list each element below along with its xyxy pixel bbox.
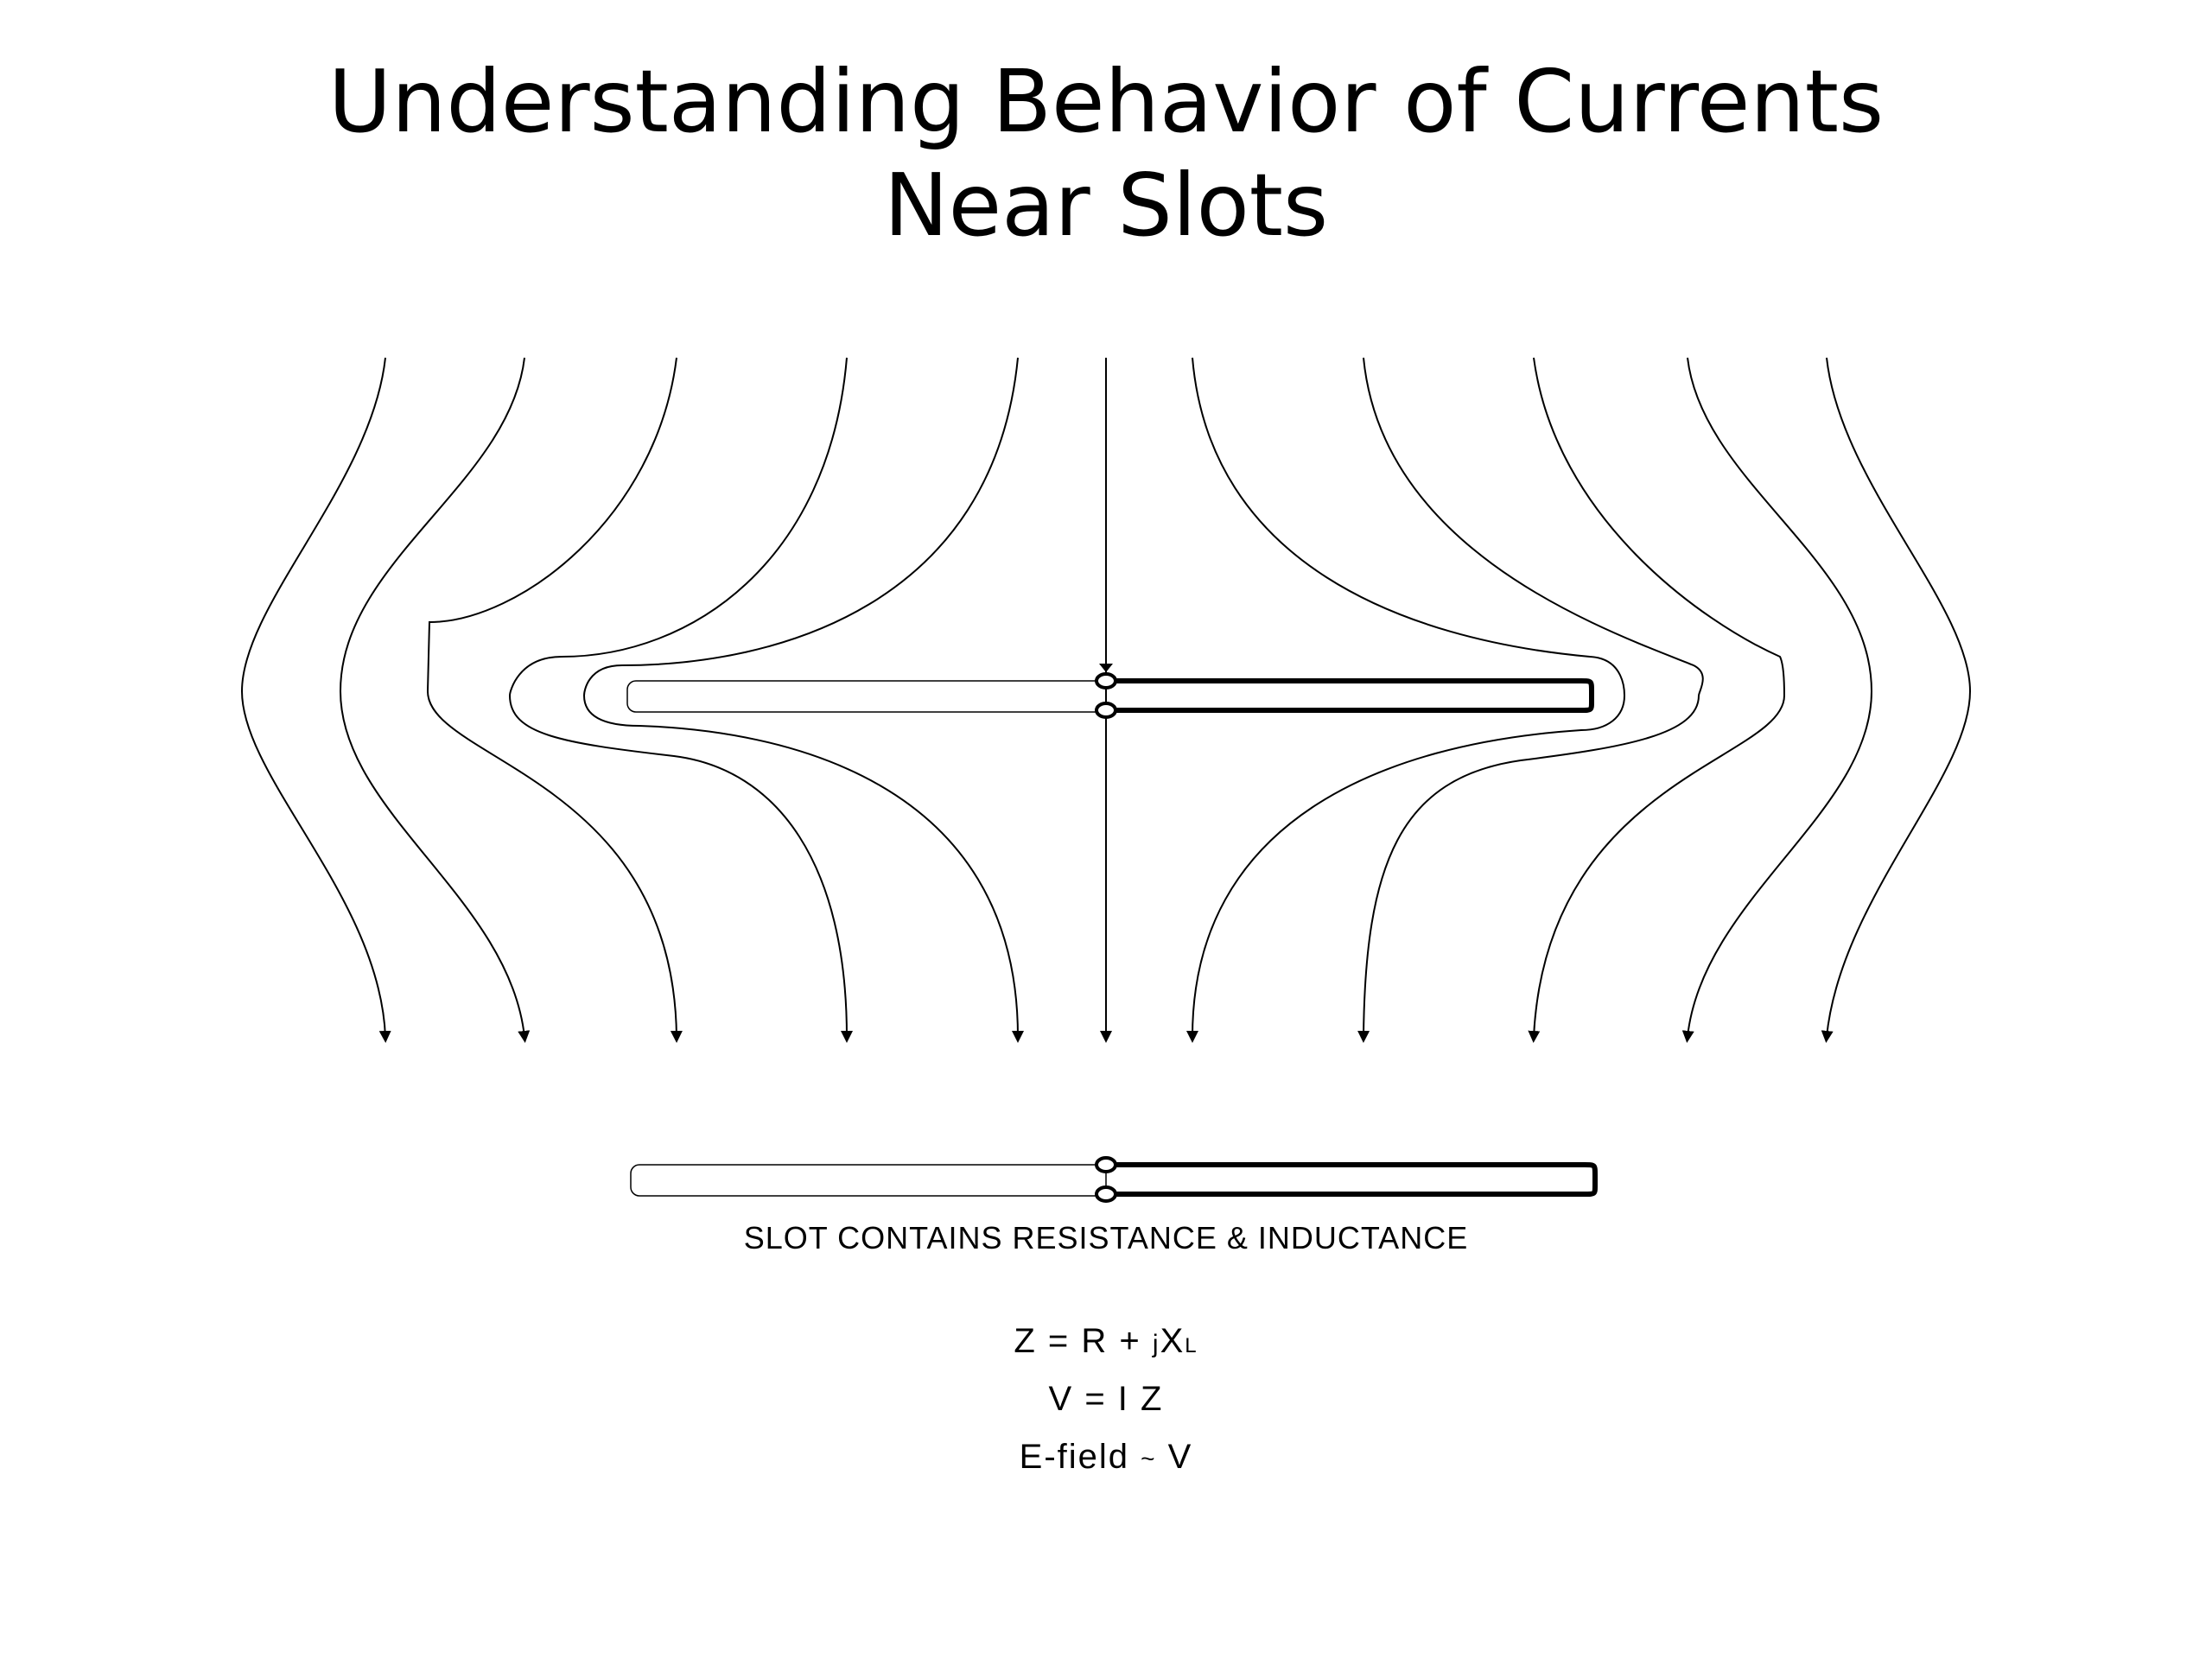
current-line-right-4 (1681, 357, 1873, 1043)
eq1-j: j (1152, 1330, 1160, 1358)
slot-lower-terminal-bottom (1095, 1185, 1117, 1203)
current-line-right-1 (1186, 357, 1626, 1043)
slot-caption: SLOT CONTAINS RESISTANCE & INDUCTANCE (743, 1220, 1469, 1255)
slide-title: Understanding Behavior of Currents Near … (0, 50, 2212, 257)
efield-equation: E-field ~ V (0, 1438, 2212, 1477)
current-line-left-2 (339, 357, 531, 1043)
slot-upper-bold-trace (1115, 678, 1594, 713)
slot-upper-terminal-top (1095, 672, 1117, 690)
slot-lower (630, 1164, 1107, 1197)
current-line-right-2 (1357, 357, 1704, 1043)
current-line-left-3 (426, 357, 683, 1043)
eq3-rhs: V (1167, 1438, 1193, 1476)
current-line-left-1 (240, 357, 391, 1043)
current-line-right-5 (1821, 357, 1972, 1043)
impedance-equation: Z = R + jXL (0, 1322, 2212, 1361)
slot-lower-terminal-top (1095, 1156, 1117, 1173)
eq1-subscript: L (1185, 1334, 1198, 1357)
current-line-left-4 (508, 357, 853, 1043)
eq1-x: X (1160, 1322, 1185, 1360)
eq1-lhs: Z = R + (1014, 1322, 1141, 1360)
current-line-right-3 (1528, 357, 1786, 1043)
center-line-arrowhead-top (1099, 664, 1113, 672)
voltage-equation: V = I Z (1048, 1380, 1164, 1418)
slot-lower-bold-trace (1115, 1162, 1598, 1197)
eq3-tilde: ~ (1141, 1445, 1157, 1472)
slot-upper (626, 680, 1107, 713)
eq3-lhs: E-field (1019, 1438, 1130, 1476)
title-line-2: Near Slots (883, 155, 1329, 256)
title-line-1: Understanding Behavior of Currents (327, 51, 1885, 152)
current-line-left-5 (582, 357, 1024, 1043)
slot-upper-terminal-bottom (1095, 702, 1117, 719)
